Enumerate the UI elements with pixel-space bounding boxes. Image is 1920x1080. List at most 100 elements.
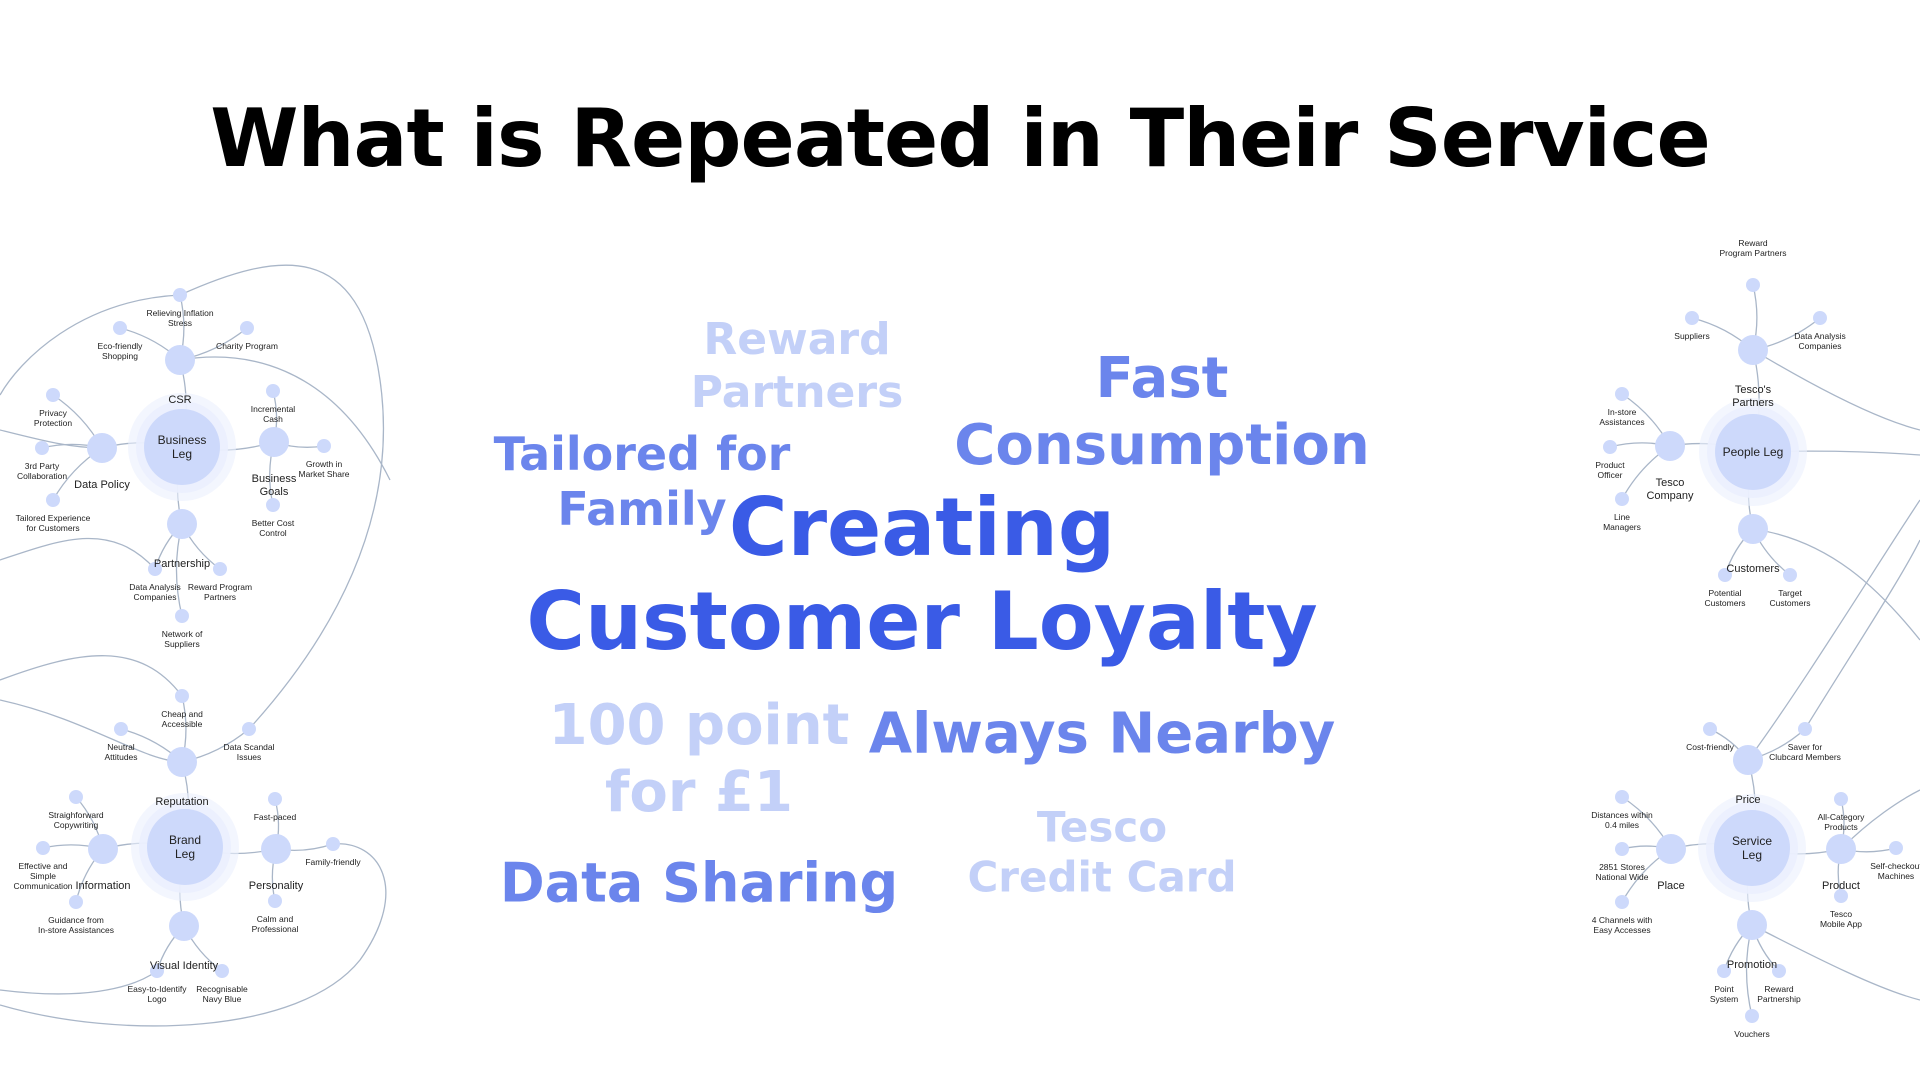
node-target-customers	[1783, 568, 1797, 582]
cross-link-4	[0, 537, 156, 570]
node-label-customers: Customers	[1726, 563, 1779, 576]
node-label-line: Data Scandal	[223, 742, 275, 752]
node-circle	[36, 841, 50, 855]
node-easy-logo	[150, 964, 164, 978]
node-privacy-protection	[46, 388, 60, 402]
node-tailored-experience	[46, 493, 60, 507]
node-label-line: Leg	[171, 446, 193, 461]
node-all-category	[1834, 792, 1848, 806]
node-label-line: Eco-friendly	[97, 341, 143, 351]
node-four-channels	[1615, 895, 1629, 909]
node-circle	[215, 964, 229, 978]
node-circle	[213, 562, 227, 576]
node-straightforward	[69, 790, 83, 804]
node-distances	[1615, 790, 1629, 804]
node-layer	[35, 278, 1903, 1023]
word-line: Credit Card	[967, 853, 1237, 902]
node-circle	[173, 288, 187, 302]
node-circle	[259, 427, 289, 457]
word-line: Fast	[1095, 345, 1229, 411]
node-label-line: Business	[157, 432, 207, 447]
node-circle	[1772, 964, 1786, 978]
node-label-line: Easy Accesses	[1593, 925, 1651, 936]
node-incremental-cash	[266, 384, 280, 398]
node-label-line: Partners	[203, 592, 237, 603]
node-label-line: In-store Assistances	[37, 925, 115, 936]
node-circle	[1745, 1009, 1759, 1023]
node-circle	[1615, 842, 1629, 856]
node-reputation	[167, 747, 197, 777]
node-service-leg	[1698, 794, 1806, 902]
node-label-line: Point	[1714, 984, 1734, 994]
node-label-line: Tesco	[1655, 477, 1685, 489]
node-label-family-friendly: Family-friendly	[305, 857, 360, 867]
node-label-people-leg: People Leg	[1723, 445, 1784, 459]
node-circle	[1783, 568, 1797, 582]
cross-link-12	[1747, 499, 1920, 761]
node-label-reputation: Reputation	[155, 796, 208, 809]
node-people-leg	[1699, 398, 1807, 506]
node-cheap-accessible	[175, 689, 189, 703]
node-vouchers	[1745, 1009, 1759, 1023]
node-circle	[175, 609, 189, 623]
node-reward-partnership	[1772, 964, 1786, 978]
node-circle	[148, 562, 162, 576]
node-label-line: Cost-friendly	[1686, 742, 1734, 752]
node-in-store-assist	[1615, 387, 1629, 401]
node-tesco-company	[1655, 431, 1685, 461]
node-eco-friendly	[113, 321, 127, 335]
node-third-party	[35, 441, 49, 455]
node-label-line: Data Analysis	[129, 582, 181, 592]
node-label-line: Incremental	[250, 404, 296, 414]
node-label-line: Information	[75, 880, 131, 892]
node-label-line: Saver for	[1787, 742, 1823, 752]
cross-link-13	[1804, 539, 1920, 730]
node-label-line: Suppliers	[164, 639, 200, 650]
node-label-line: for Customers	[26, 523, 80, 534]
node-personality	[261, 834, 291, 864]
node-label-line: Shopping	[102, 351, 138, 362]
node-label-line: People Leg	[1722, 444, 1784, 459]
node-business-goals	[259, 427, 289, 457]
cross-link-2	[179, 264, 384, 730]
node-label-line: Officer	[1597, 470, 1623, 481]
node-circle	[1703, 722, 1717, 736]
word-cloud-customer-loyalty: Customer Loyalty	[526, 574, 1317, 670]
node-label-line: Relieving Inflation	[146, 308, 214, 318]
node-data-scandal	[242, 722, 256, 736]
node-label-line: Partners	[1732, 397, 1774, 410]
node-circle	[1714, 810, 1790, 886]
node-label-line: Data Policy	[74, 479, 130, 491]
node-label-line: In-store	[1607, 407, 1637, 417]
node-saver-clubcard	[1798, 722, 1812, 736]
node-label-line: Products	[1824, 822, 1858, 833]
node-stores-2851	[1615, 842, 1629, 856]
node-circle	[1615, 492, 1629, 506]
node-label-line: Suppliers	[1674, 331, 1710, 341]
cross-link-11	[1752, 528, 1920, 641]
word-line: Creating	[728, 481, 1116, 574]
node-label-line: 3rd Party	[24, 461, 60, 471]
node-label-visual-identity: Visual Identity	[150, 960, 218, 973]
node-label-line: Attitudes	[104, 752, 138, 763]
node-label-line: Personality	[248, 880, 304, 892]
word-line: Always Nearby	[868, 701, 1336, 767]
node-circle	[147, 809, 223, 885]
node-data-analysis-l	[148, 562, 162, 576]
node-circle	[88, 834, 118, 864]
node-label-line: Partnership	[1757, 994, 1801, 1005]
node-circle	[1615, 387, 1629, 401]
node-label-line: Brand	[168, 832, 202, 847]
